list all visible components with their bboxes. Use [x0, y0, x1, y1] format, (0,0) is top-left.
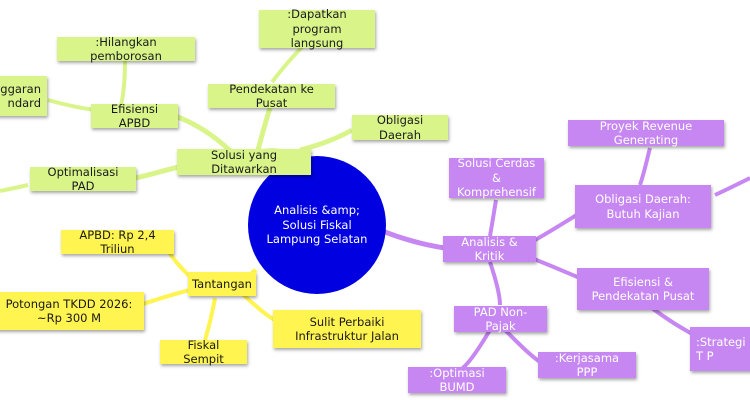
- node-analisis-kritik[interactable]: Analisis & Kritik: [443, 235, 536, 263]
- node-apbd-rp-2-4-triliun[interactable]: APBD: Rp 2,4 Triliun: [61, 228, 174, 256]
- node-efisiensi-apbd[interactable]: Efisiensi APBD: [91, 102, 178, 130]
- node-strategi[interactable]: :Strategi T P: [690, 327, 750, 371]
- node-tantangan[interactable]: Tantangan: [188, 272, 256, 296]
- node-potongan-tkdd-2026[interactable]: Potongan TKDD 2026: ~Rp 300 M: [0, 292, 144, 330]
- node-dapatkan-program-langsung[interactable]: :Dapatkan program langsung: [259, 7, 375, 50]
- node-proyek-revenue-generating[interactable]: Proyek Revenue Generating: [568, 119, 724, 147]
- node-kerjasama-ppp[interactable]: :Kerjasama PPP: [538, 351, 636, 379]
- node-fiskal-sempit[interactable]: Fiskal Sempit: [160, 338, 247, 366]
- node-sulit-perbaiki-infrastruktur[interactable]: Sulit Perbaiki Infrastruktur Jalan: [273, 310, 421, 348]
- center-topic[interactable]: Analisis &amp; Solusi Fiskal Lampung Sel…: [248, 156, 386, 294]
- node-optimalisasi-pad[interactable]: Optimalisasi PAD: [30, 165, 136, 193]
- node-solusi-yang-ditawarkan[interactable]: Solusi yang Ditawarkan: [177, 148, 311, 176]
- node-optimasi-bumd[interactable]: :Optimasi BUMD: [408, 366, 506, 394]
- node-pendekatan-ke-pusat[interactable]: Pendekatan ke Pusat: [208, 82, 335, 110]
- node-obligasi-daerah[interactable]: Obligasi Daerah: [352, 113, 448, 142]
- node-efisiensi-pendekatan-pusat[interactable]: Efisiensi & Pendekatan Pusat: [577, 268, 709, 310]
- node-obligasi-daerah-butuh-kajian[interactable]: Obligasi Daerah: Butuh Kajian: [575, 185, 711, 228]
- node-pad-non-pajak[interactable]: PAD Non-Pajak: [454, 305, 547, 333]
- node-hilangkan-pemborosan[interactable]: :Hilangkan pemborosan: [57, 35, 195, 63]
- node-solusi-cerdas-komprehensif[interactable]: Solusi Cerdas & Komprehensif: [449, 156, 544, 199]
